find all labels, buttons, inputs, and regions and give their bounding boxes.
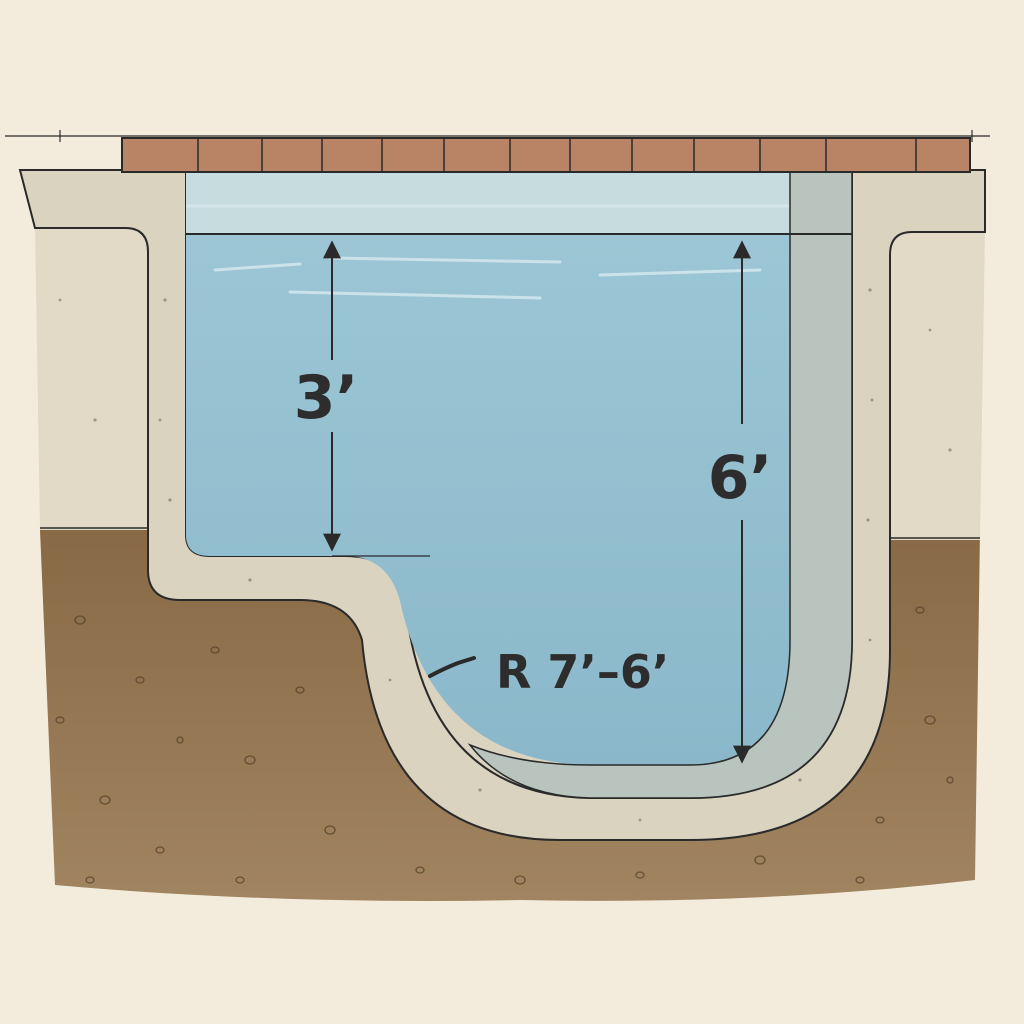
upper-earth-left xyxy=(35,228,148,530)
upper-earth-right xyxy=(890,232,985,540)
freeboard-band xyxy=(186,172,790,234)
pool-water xyxy=(186,234,790,765)
radius-leader xyxy=(428,656,476,678)
coping-stones xyxy=(121,137,971,173)
soil-pebbles xyxy=(55,606,954,885)
shallow-depth-label: 3’ xyxy=(294,363,359,433)
radius-label: R 7’–6’ xyxy=(496,645,669,699)
deep-depth-label: 6’ xyxy=(708,443,773,513)
concrete-speckles xyxy=(58,288,952,822)
